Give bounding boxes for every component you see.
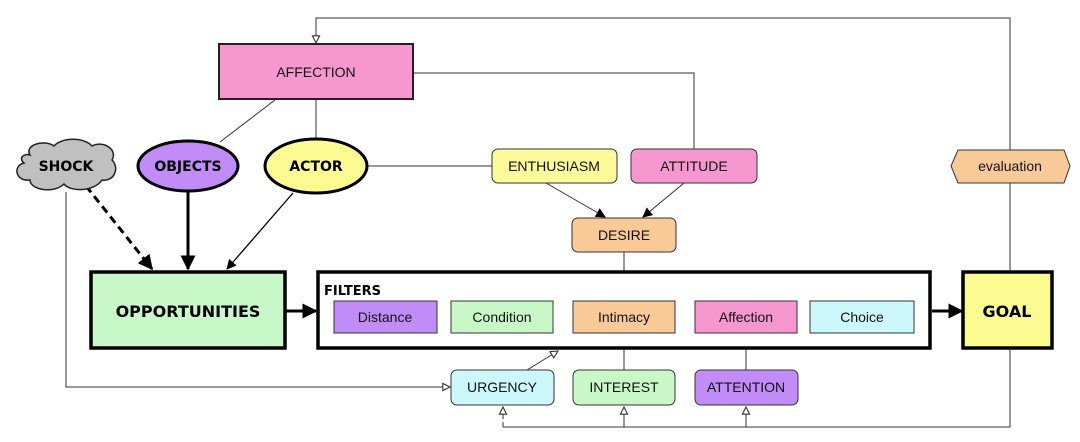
filter-intimacy-box [572, 300, 676, 334]
filter-choice-box [809, 300, 915, 334]
node-goal: GOAL [961, 270, 1054, 350]
filter-choice-label: Choice [840, 309, 884, 325]
attitude-box [630, 148, 758, 184]
urgency-label: URGENCY [467, 379, 538, 395]
affection-label: AFFECTION [276, 64, 355, 80]
opportunities-label: OPPORTUNITIES [116, 302, 261, 321]
filter-condition-box [450, 300, 554, 334]
filter-intimacy-label: Intimacy [598, 309, 650, 325]
edge-shock-to-opportunities [84, 185, 154, 271]
node-attention: ATTENTION [694, 369, 799, 406]
node-shock: SHOCK [16, 138, 117, 191]
edge-actor-to-opportunities [226, 192, 294, 270]
objects-label: OBJECTS [154, 159, 221, 175]
filter-distance-label: Distance [358, 309, 413, 325]
filter-condition-label: Condition [472, 309, 531, 325]
edge-enthusiasm-to-desire [545, 182, 606, 218]
enthusiasm-box [491, 148, 618, 184]
filter-affection-label: Affection [719, 309, 773, 325]
filter-distance-box [333, 300, 438, 334]
goal-box [961, 270, 1054, 350]
attitude-label: ATTITUDE [660, 158, 727, 174]
evaluation-hexagon [950, 149, 1071, 184]
actor-label: ACTOR [289, 159, 343, 175]
edge-affection-to-objects [219, 99, 276, 143]
evaluation-label: evaluation [978, 158, 1042, 174]
shock-cloud-shape [16, 138, 117, 191]
connectors [65, 17, 1011, 428]
node-interest: INTEREST [572, 369, 676, 406]
desire-label: DESIRE [598, 227, 650, 243]
attention-box [694, 369, 799, 406]
filter-affection-box [694, 300, 798, 334]
desire-box [571, 217, 677, 253]
node-affection: AFFECTION [218, 43, 414, 100]
interest-label: INTEREST [589, 379, 659, 395]
enthusiasm-label: ENTHUSIASM [508, 158, 600, 174]
node-attitude: ATTITUDE [630, 148, 758, 184]
edge-attitude-to-desire [642, 182, 685, 218]
edge-goal-to-affection [316, 17, 1011, 270]
edge-goal-bottom-feedback [503, 350, 1011, 428]
attention-label: ATTENTION [707, 379, 785, 395]
node-enthusiasm: ENTHUSIASM [491, 148, 618, 184]
filters-title: FILTERS [324, 284, 381, 299]
interest-box [572, 369, 676, 406]
filters-container: FILTERS Distance Condition Intimacy Affe… [316, 270, 932, 350]
node-opportunities: OPPORTUNITIES [89, 270, 287, 350]
objects-ellipse [136, 139, 240, 193]
node-objects: OBJECTS [136, 139, 240, 193]
affection-box [218, 43, 414, 100]
node-urgency: URGENCY [450, 369, 555, 406]
edge-shock-to-urgency [65, 192, 450, 387]
shock-label: SHOCK [39, 159, 95, 175]
edge-affection-to-attitude [414, 72, 695, 149]
urgency-box [450, 369, 555, 406]
opportunities-box [89, 270, 287, 350]
node-evaluation: evaluation [950, 149, 1071, 184]
node-actor: ACTOR [263, 137, 369, 195]
goal-label: GOAL [983, 302, 1032, 321]
actor-ellipse [263, 137, 369, 195]
node-desire: DESIRE [571, 217, 677, 253]
edge-urgency-to-filters [526, 351, 558, 371]
